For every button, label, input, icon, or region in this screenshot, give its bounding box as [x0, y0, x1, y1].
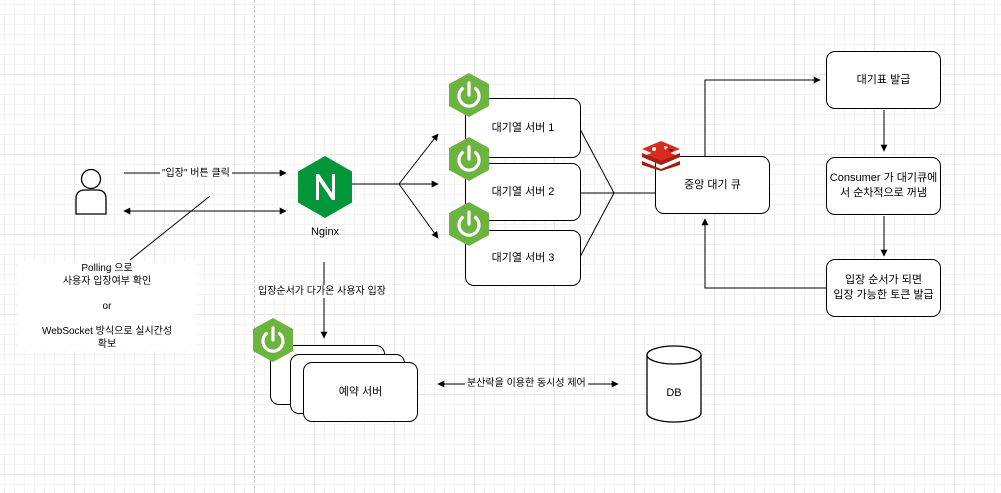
person-icon [75, 168, 107, 215]
consumer-label-line2: 서 순차적으로 꺼냄 [839, 187, 928, 199]
central-queue-label: 중앙 대기 큐 [684, 178, 741, 191]
client-note: Polling 으로 사용자 입장여부 확인 or WebSocket 방식으로… [18, 262, 196, 351]
spring-power-icon [449, 73, 489, 117]
token-issue-box[interactable]: 입장 순서가 되면 입장 가능한 토큰 발급 [826, 259, 941, 317]
redis-icon [642, 141, 680, 171]
spring-power-icon [449, 202, 489, 246]
central-queue[interactable]: 중앙 대기 큐 [655, 156, 770, 214]
token-issue-line2: 입장 가능한 토큰 발급 [833, 289, 934, 301]
queue-server-label: 대기열 서버 1 [491, 121, 555, 134]
consumer-label-line1: Consumer 가 대기큐에 [829, 172, 938, 184]
nginx-label: Nginx [310, 226, 340, 238]
edge-to-qs3 [398, 183, 439, 239]
note-line: WebSocket 방식으로 실시간성 [41, 326, 173, 337]
note-connector [129, 195, 211, 261]
spring-power-icon [253, 318, 293, 362]
note-line: Polling 으로 [81, 263, 133, 274]
reservation-server[interactable]: 예약 서버 [303, 362, 418, 422]
ticket-issue-label: 대기표 발급 [856, 73, 911, 86]
edge-queue-ticket [704, 76, 821, 156]
queue-server-3[interactable]: 대기열 서버 3 [465, 230, 581, 286]
edge-to-qs1 [398, 133, 439, 185]
nginx-logo [298, 156, 352, 218]
ticket-issue-box[interactable]: 대기표 발급 [826, 51, 941, 109]
consumer-box[interactable]: Consumer 가 대기큐에 서 순차적으로 꺼냄 [826, 157, 941, 215]
token-issue-line1: 입장 순서가 되면 [845, 274, 922, 286]
edge-label-lock: 분산락을 이용한 동시성 제어 [465, 377, 588, 390]
note-line: or [102, 301, 112, 312]
database-icon [646, 345, 702, 423]
queue-server-label: 대기열 서버 2 [491, 185, 555, 198]
queue-server-label: 대기열 서버 3 [491, 251, 555, 264]
note-line: 사용자 입장여부 확인 [62, 276, 152, 287]
reservation-server-label: 예약 서버 [338, 385, 383, 398]
edge-label-enter-user: 입장순서가 다가온 사용자 입장 [256, 285, 388, 298]
spring-power-icon [449, 137, 489, 181]
divider-line [254, 0, 255, 493]
edge-label-click: "입장" 버튼 클릭 [160, 167, 232, 180]
edge-qs1-queue [579, 128, 615, 194]
db-label: DB [666, 387, 682, 399]
note-line: 확보 [97, 339, 117, 350]
edge-token-queue [701, 218, 826, 289]
edge-qs3-queue [579, 192, 615, 258]
